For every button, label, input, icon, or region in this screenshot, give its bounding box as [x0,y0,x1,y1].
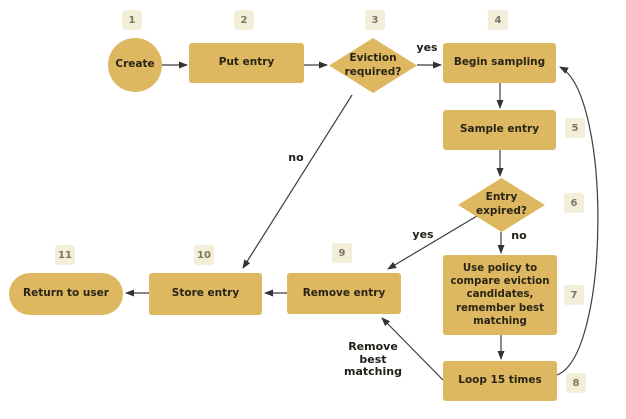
step-badge-11: 11 [55,245,75,265]
node-create[interactable]: Create [108,38,162,92]
node-use-policy[interactable]: Use policy to compare eviction candidate… [443,255,557,335]
node-store-entry[interactable]: Store entry [149,273,262,315]
step-badge-3: 3 [365,10,385,30]
step-badge-7: 7 [564,285,584,305]
node-loop-15-times[interactable]: Loop 15 times [443,361,557,401]
step-badge-2: 2 [234,10,254,30]
step-badge-9: 9 [332,243,352,263]
edge-label-remove-best-matching: Remove best matching [344,340,402,379]
step-badge-5: 5 [565,118,585,138]
edge-label-yes-expired: yes [412,228,434,241]
node-put-entry[interactable]: Put entry [189,43,304,83]
step-badge-4: 4 [488,10,508,30]
node-return-to-user[interactable]: Return to user [9,273,123,315]
edge-label-no-expired: no [511,229,527,242]
node-sample-entry[interactable]: Sample entry [443,110,556,150]
edge-label-no-eviction: no [288,151,304,164]
node-begin-sampling[interactable]: Begin sampling [443,43,556,83]
step-badge-6: 6 [564,193,584,213]
node-remove-entry[interactable]: Remove entry [287,273,401,314]
step-badge-1: 1 [122,10,142,30]
step-badge-10: 10 [194,245,214,265]
step-badge-8: 8 [566,373,586,393]
node-eviction-required[interactable]: Eviction required? [329,38,417,93]
node-entry-expired[interactable]: Entry expired? [458,178,545,232]
edge-label-yes-eviction: yes [416,41,438,54]
edge-loop-beginsampling-return [556,66,599,376]
